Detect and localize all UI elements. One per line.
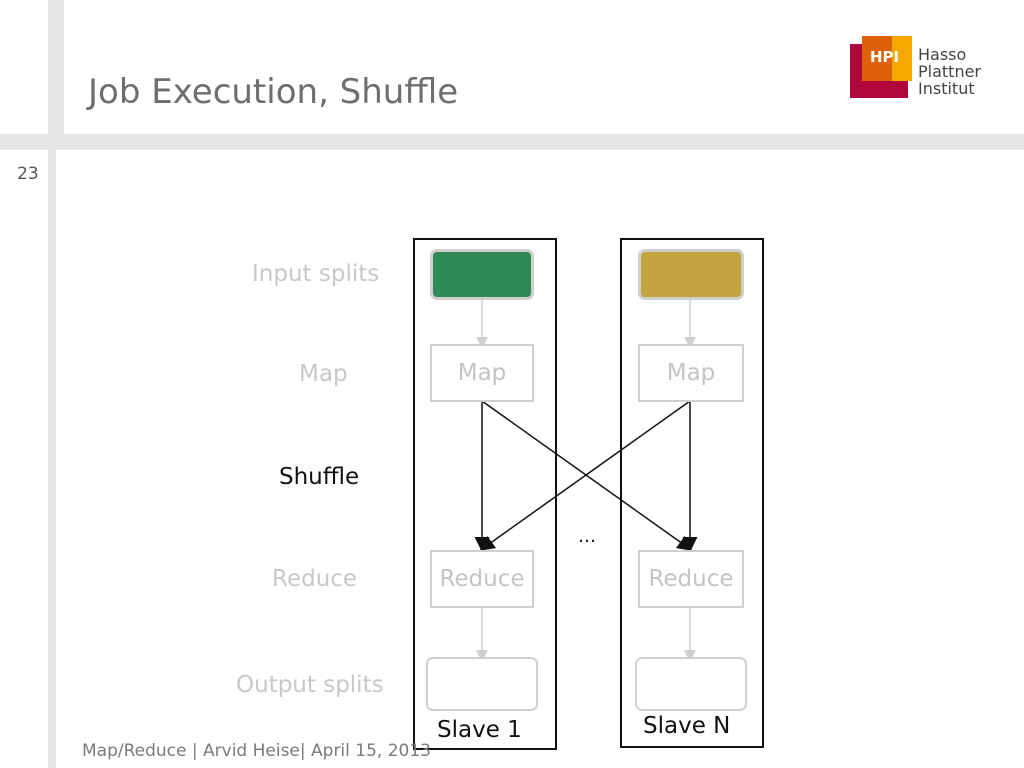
row-label-output: Output splits bbox=[236, 672, 384, 698]
ellipsis: … bbox=[578, 526, 596, 547]
logo-line-2: Plattner bbox=[918, 62, 982, 81]
logo-line-3: Institut bbox=[918, 79, 975, 98]
slave-1-label: Slave 1 bbox=[437, 717, 522, 743]
header-divider-bar bbox=[0, 134, 1024, 150]
slave-1-box bbox=[413, 238, 557, 750]
slave-n-map: Map bbox=[638, 344, 744, 402]
slave-n-output-split bbox=[635, 657, 747, 711]
left-frame-bar-bottom bbox=[48, 150, 56, 768]
slave-n-reduce: Reduce bbox=[638, 550, 744, 608]
logo-words: Hasso Plattner Institut bbox=[918, 46, 981, 97]
slave-1-input-split bbox=[430, 249, 534, 300]
slide-title: Job Execution, Shuffle bbox=[88, 72, 459, 112]
footer-text: Map/Reduce | Arvid Heise| April 15, 2013 bbox=[82, 741, 431, 761]
slave-n-label: Slave N bbox=[643, 713, 731, 739]
row-label-input: Input splits bbox=[252, 261, 380, 287]
logo-yellow-square bbox=[892, 36, 912, 81]
page-number: 23 bbox=[17, 164, 39, 184]
row-label-reduce: Reduce bbox=[272, 566, 358, 592]
hpi-logo: HPI Hasso Plattner Institut bbox=[850, 36, 1000, 102]
slave-1-map: Map bbox=[430, 344, 534, 402]
left-frame-bar-top bbox=[48, 0, 64, 136]
slave-1-output-split bbox=[426, 657, 538, 711]
slave-n-box bbox=[620, 238, 764, 748]
arrow-mapN-reduce1 bbox=[479, 400, 691, 551]
row-label-map: Map bbox=[299, 361, 348, 387]
logo-line-1: Hasso bbox=[918, 45, 967, 64]
row-label-shuffle: Shuffle bbox=[279, 464, 360, 490]
logo-abbr: HPI bbox=[870, 48, 900, 66]
slave-n-input-split bbox=[638, 249, 744, 300]
slave-1-reduce: Reduce bbox=[430, 550, 534, 608]
